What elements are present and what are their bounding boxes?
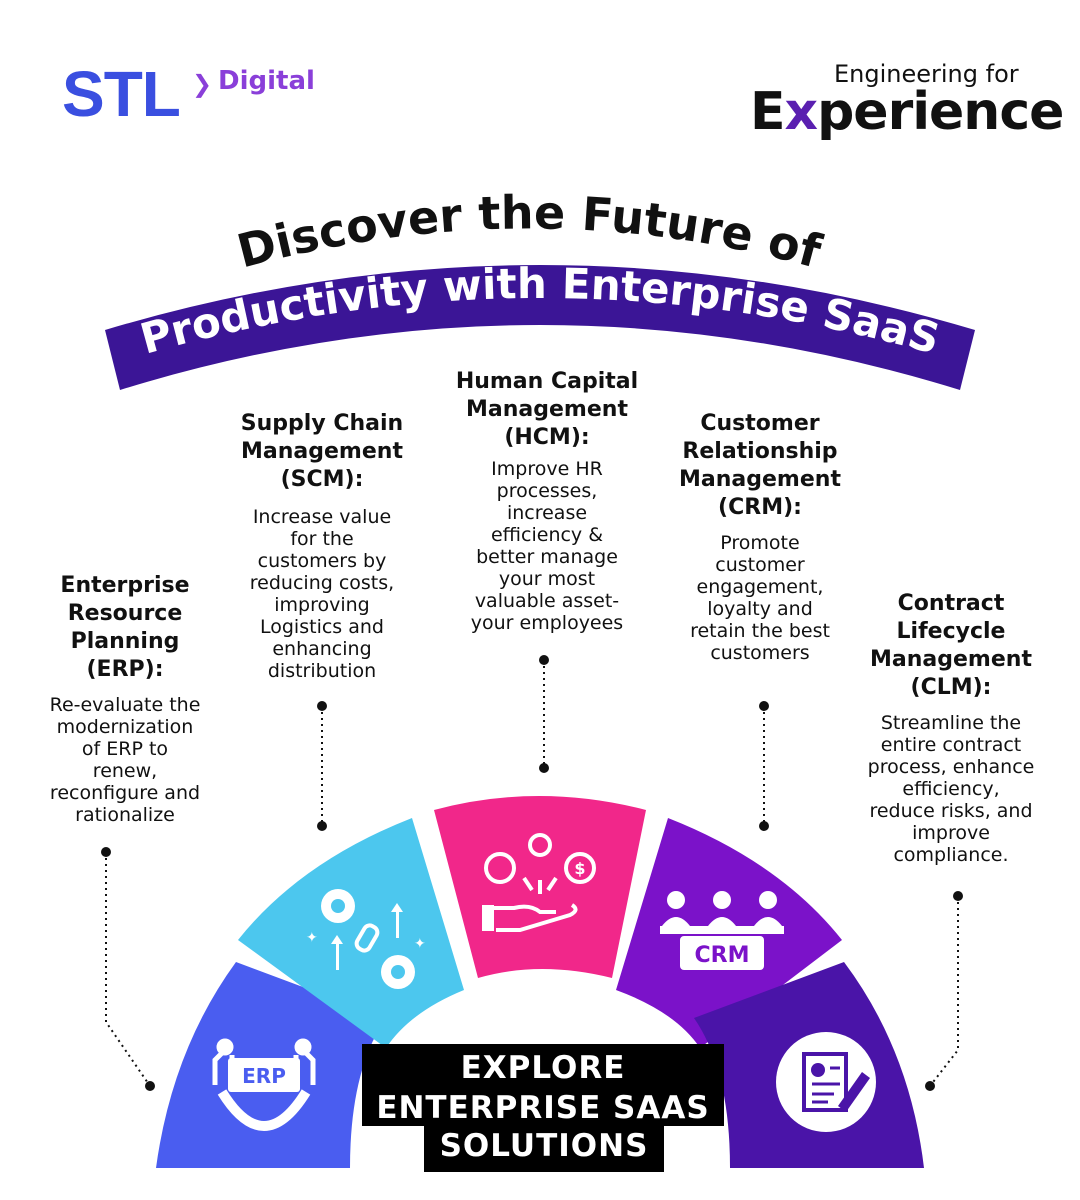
- connector-dots: [101, 655, 963, 1091]
- crm-icon-label: CRM: [695, 943, 750, 968]
- connector-clm: [929, 896, 959, 1087]
- connector-lines: [105, 660, 959, 1087]
- stl-logo-text: STL: [62, 58, 181, 130]
- chevron-right-icon: ❯: [192, 70, 213, 98]
- connector-erp: [105, 852, 151, 1087]
- svg-text:✦: ✦: [306, 930, 318, 946]
- center-label-line-1-box: EXPLORE: [362, 1044, 724, 1086]
- hand-people-dollar-icon: [482, 833, 596, 932]
- erp-gear-chip-icon: [212, 1038, 316, 1131]
- crm-people-icon: [660, 891, 784, 970]
- gears-chain-icon: ✦ ✦: [306, 889, 426, 989]
- tagline-bottom: Experience: [750, 82, 1064, 142]
- dollar-icon: $: [574, 859, 585, 878]
- stl-logo-subtext: Digital: [218, 66, 315, 96]
- erp-icon-label: ERP: [242, 1064, 286, 1088]
- svg-text:✦: ✦: [414, 936, 426, 952]
- contract-document-icon: [776, 1032, 876, 1132]
- headline-graphic: Discover the Future of Productivity with…: [105, 185, 975, 390]
- center-label-line-2-box: ENTERPRISE SAAS: [362, 1086, 724, 1126]
- headline-banner: [105, 265, 975, 390]
- center-label-line-3-box: SOLUTIONS: [424, 1126, 664, 1172]
- tagline-top: Engineering for: [834, 60, 1019, 88]
- segment-scm: [238, 818, 464, 1048]
